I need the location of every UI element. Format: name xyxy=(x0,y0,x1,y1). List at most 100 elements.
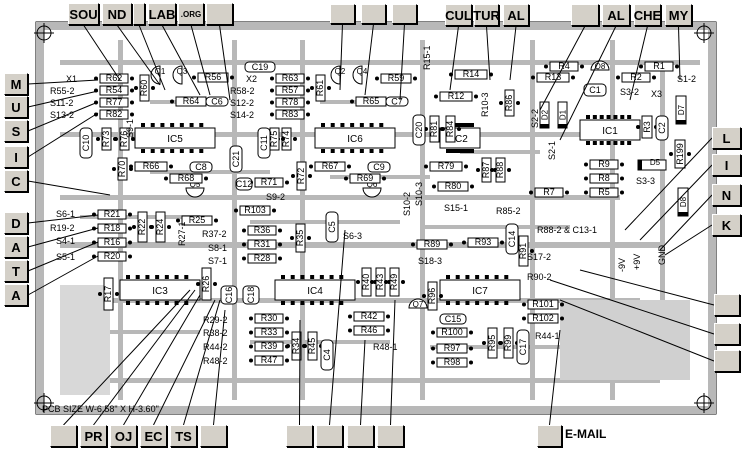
pad xyxy=(270,88,274,93)
nav-bottom-button-9[interactable] xyxy=(347,425,374,447)
nav-top-button-5[interactable]: .ORG xyxy=(178,3,204,25)
nav-top-button-16[interactable]: MY xyxy=(665,4,692,26)
silkscreen-label: R10-3 xyxy=(480,92,490,117)
nav-top-button-4[interactable]: LAB xyxy=(148,3,176,25)
ic-pin xyxy=(339,301,344,305)
nav-left-button-4[interactable]: I xyxy=(4,146,28,168)
resistor-r86 xyxy=(504,89,515,117)
nav-top-button-11[interactable]: TUR xyxy=(473,4,500,26)
nav-right-button-6[interactable] xyxy=(714,323,740,345)
nav-left-button-2[interactable]: U xyxy=(4,96,28,118)
capacitor-c1 xyxy=(583,83,607,97)
nav-right-button-2[interactable]: I xyxy=(712,154,741,176)
nav-left-button-1[interactable]: M xyxy=(4,73,28,95)
ic-pin xyxy=(350,123,355,127)
nav-left-button-8[interactable]: T xyxy=(4,260,28,282)
nav-top-button-7[interactable] xyxy=(330,4,355,24)
pad xyxy=(411,242,415,247)
leader-line xyxy=(183,299,221,426)
ic-pin xyxy=(454,149,458,153)
nav-right-button-3[interactable]: N xyxy=(712,184,741,206)
resistor-label: R57 xyxy=(282,85,299,95)
capacitor-label: C18 xyxy=(246,287,256,304)
ic-pin xyxy=(179,123,184,127)
resistor-r35 xyxy=(295,223,306,253)
pad xyxy=(290,236,294,240)
pad xyxy=(204,176,208,181)
silkscreen-label: S17-2 xyxy=(527,252,551,262)
resistor-r88 xyxy=(495,157,506,183)
resistor-r82 xyxy=(99,109,129,120)
pad xyxy=(272,208,276,213)
silkscreen-label: S7-1 xyxy=(208,256,227,266)
nav-top-button-15[interactable]: CHE xyxy=(634,4,661,26)
nav-top-button-2[interactable]: ND xyxy=(102,3,132,25)
nav-left-button-5[interactable]: C xyxy=(4,170,28,192)
nav-top-button-10[interactable]: CUL xyxy=(445,4,472,26)
resistor-label: R76 xyxy=(119,131,129,148)
nav-left-button-9[interactable]: A xyxy=(4,284,28,306)
resistor-r70 xyxy=(117,157,128,181)
silkscreen-label: S9-2 xyxy=(266,192,285,202)
nav-bottom-button-7[interactable] xyxy=(286,425,313,447)
diode-label: D2 xyxy=(541,109,550,120)
resistor-r47 xyxy=(254,355,284,366)
nav-bottom-button-2[interactable]: PR xyxy=(80,425,107,447)
pad xyxy=(422,294,426,298)
nav-right-button-4[interactable]: K xyxy=(712,214,741,236)
resistor-r22 xyxy=(137,211,148,243)
ic-pin xyxy=(470,123,474,127)
ic-pin xyxy=(329,301,334,305)
nav-right-button-7[interactable] xyxy=(714,350,740,372)
nav-bottom-button-1[interactable] xyxy=(50,425,77,447)
resistor-label: R95 xyxy=(487,335,497,352)
nav-right-button-5[interactable] xyxy=(714,294,740,316)
nav-bottom-button-6[interactable] xyxy=(200,425,227,447)
resistor-label: R45 xyxy=(307,338,317,355)
nav-top-button-8[interactable] xyxy=(361,4,386,24)
nav-top-button-12[interactable]: AL xyxy=(503,4,529,26)
ic-pin xyxy=(126,301,130,305)
pad xyxy=(424,164,428,169)
pad xyxy=(306,100,310,105)
pad xyxy=(522,316,526,321)
pad xyxy=(370,280,374,284)
ic-ic3 xyxy=(119,279,201,301)
nav-left-button-7[interactable]: A xyxy=(4,236,28,258)
nav-left-button-3[interactable]: S xyxy=(4,120,28,142)
nav-bottom-button-5[interactable]: TS xyxy=(170,425,197,447)
nav-top-button-3[interactable] xyxy=(133,3,145,25)
ic-pin xyxy=(592,141,597,145)
resistor-r80 xyxy=(437,181,469,192)
pad xyxy=(306,112,310,117)
ic-pin xyxy=(170,123,175,127)
nav-bottom-button-10[interactable] xyxy=(377,425,404,447)
pad xyxy=(307,236,311,240)
resistor-label: R70 xyxy=(117,161,127,178)
diode-band xyxy=(676,120,686,124)
nav-bottom-button-8[interactable] xyxy=(316,425,343,447)
pad xyxy=(560,302,564,307)
ic-pin xyxy=(475,301,480,305)
resistor-label: R77 xyxy=(106,97,123,107)
resistor-r73 xyxy=(101,127,112,151)
nav-bottom-button-11[interactable] xyxy=(537,425,562,447)
nav-top-button-1[interactable]: SOU xyxy=(68,3,99,25)
nav-bottom-button-3[interactable]: OJ xyxy=(110,425,137,447)
transistor-label: Q3 xyxy=(177,67,188,76)
resistor-label: R47 xyxy=(261,355,278,365)
nav-bottom-button-4[interactable]: EC xyxy=(140,425,167,447)
resistor-label: R1 xyxy=(653,61,665,71)
capacitor-label: C11 xyxy=(259,135,269,151)
pad xyxy=(249,316,253,321)
nav-top-button-14[interactable]: AL xyxy=(602,4,630,26)
nav-top-button-6[interactable] xyxy=(206,3,233,25)
resistor-label: R54 xyxy=(106,85,123,95)
nav-left-button-6[interactable]: D xyxy=(4,212,28,234)
nav-right-button-1[interactable]: L xyxy=(712,127,741,149)
ic-ic4 xyxy=(274,279,356,301)
nav-top-button-13[interactable] xyxy=(571,4,599,26)
nav-top-button-9[interactable] xyxy=(392,4,417,24)
pad xyxy=(431,360,435,365)
ic-pin xyxy=(455,301,460,305)
